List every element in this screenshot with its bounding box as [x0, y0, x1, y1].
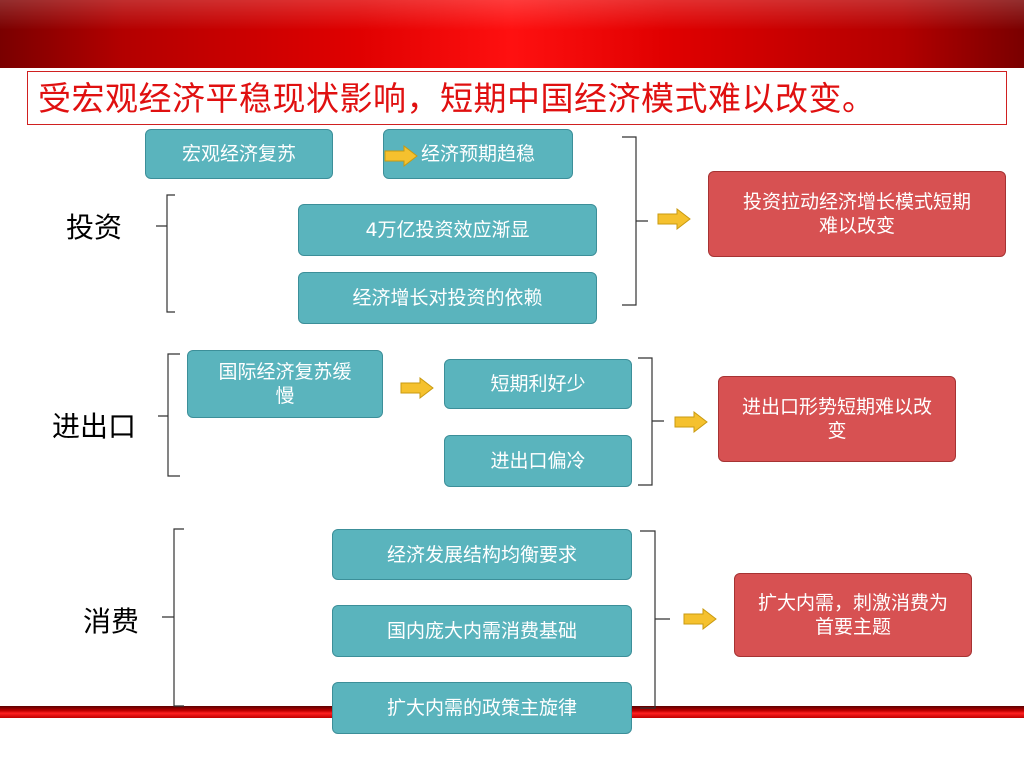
group-label-trade: 进出口	[52, 410, 137, 443]
factor-box: 宏观经济复苏	[145, 129, 333, 179]
factor-box: 短期利好少	[444, 359, 632, 409]
right-arrow-icon	[674, 411, 708, 433]
factor-box: 经济预期趋稳	[383, 129, 573, 179]
factor-box: 国际经济复苏缓慢	[187, 350, 383, 418]
factor-box: 经济增长对投资的依赖	[298, 272, 597, 324]
factor-box: 经济发展结构均衡要求	[332, 529, 632, 580]
group-label-consumption: 消费	[83, 605, 140, 638]
factor-box: 4万亿投资效应渐显	[298, 204, 597, 256]
page-title: 受宏观经济平稳现状影响，短期中国经济模式难以改变。	[27, 71, 1007, 125]
right-arrow-icon	[657, 208, 691, 230]
result-box: 投资拉动经济增长模式短期难以改变	[708, 171, 1006, 257]
factor-box: 国内庞大内需消费基础	[332, 605, 632, 657]
header-bar	[0, 0, 1024, 68]
right-arrow-icon	[384, 145, 418, 167]
right-arrow-icon	[400, 377, 434, 399]
result-box: 进出口形势短期难以改变	[718, 376, 956, 462]
group-label-investment: 投资	[66, 211, 123, 244]
right-arrow-icon	[683, 608, 717, 630]
result-box: 扩大内需，刺激消费为首要主题	[734, 573, 972, 657]
factor-box: 进出口偏冷	[444, 435, 632, 487]
factor-box: 扩大内需的政策主旋律	[332, 682, 632, 734]
